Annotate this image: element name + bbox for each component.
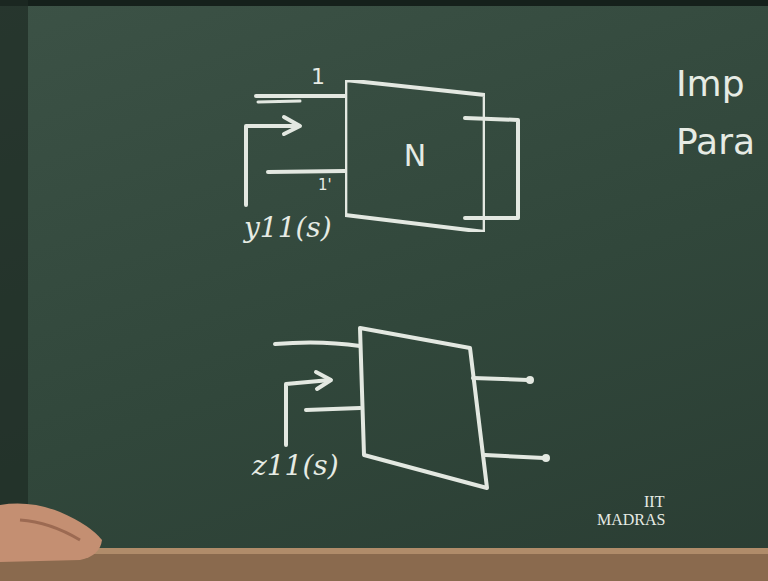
open-terminal <box>473 378 528 380</box>
watermark: MADRAS <box>597 512 665 528</box>
two-port-box <box>360 328 487 488</box>
box-border <box>345 80 485 232</box>
termination-box <box>465 118 518 218</box>
port-arrow <box>246 126 298 205</box>
watermark: IIT <box>644 494 664 510</box>
board-left-shadow <box>0 0 28 581</box>
chalk-label: y11(s) <box>244 214 332 242</box>
chalk-label: z11(s) <box>252 452 339 480</box>
terminal-wire <box>268 171 345 172</box>
network-box: N <box>345 80 485 232</box>
terminal-wire <box>275 342 360 346</box>
hand <box>0 504 102 562</box>
arrow-head <box>284 117 300 134</box>
terminal-wire <box>306 408 360 410</box>
terminal-wire <box>256 94 345 98</box>
open-terminal <box>485 455 544 458</box>
chalk-label: Para <box>676 124 755 160</box>
chalk-label: 1 <box>311 66 325 88</box>
terminal-dot <box>526 376 534 384</box>
chalk-ledge <box>0 548 768 581</box>
board-top-edge <box>0 0 768 6</box>
ledge-highlight <box>0 548 768 554</box>
terminal-wire <box>258 101 300 102</box>
chalk-label: 1' <box>318 178 332 193</box>
terminal-dot <box>542 454 550 462</box>
hand-crease <box>20 520 80 540</box>
chalk-label: Imp <box>676 66 745 102</box>
port-arrow <box>286 380 330 445</box>
box-label: N <box>345 141 485 171</box>
arrow-head <box>316 372 331 389</box>
